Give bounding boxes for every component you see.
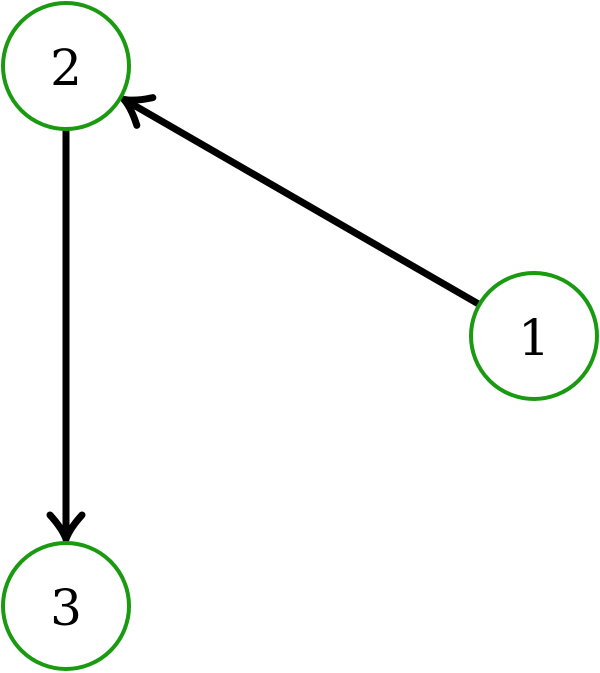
node-circle xyxy=(1,1,131,131)
node-circle xyxy=(1,541,131,671)
node-label: 3 xyxy=(50,579,82,637)
node-2: 2 xyxy=(1,1,131,131)
node-circle xyxy=(469,271,599,401)
arrowhead xyxy=(46,511,86,543)
edge-2-to-3 xyxy=(46,127,86,543)
arrowhead xyxy=(120,94,157,129)
node-label: 1 xyxy=(518,309,550,367)
node-1: 1 xyxy=(469,271,599,401)
edge-1-to-2 xyxy=(120,94,482,308)
node-label: 2 xyxy=(50,39,82,97)
node-3: 3 xyxy=(1,541,131,671)
edges-layer xyxy=(46,94,482,543)
edge-line xyxy=(120,95,482,308)
